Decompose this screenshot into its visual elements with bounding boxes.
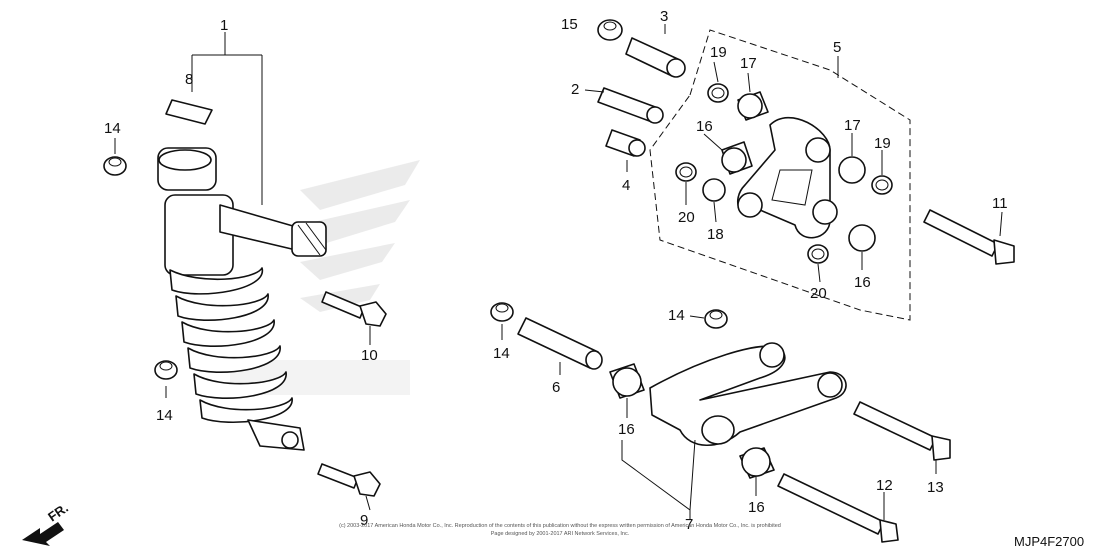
callout-17: 17 — [844, 117, 861, 134]
front-direction-indicator: FR. — [22, 500, 71, 546]
callout-19: 19 — [874, 135, 891, 152]
callout-16: 16 — [748, 499, 765, 516]
callout-18: 18 — [707, 226, 724, 243]
bushing-16-upper — [721, 141, 753, 175]
callout-8: 8 — [185, 71, 193, 88]
nut-14-right — [704, 309, 728, 329]
callout-2: 2 — [571, 81, 579, 98]
collar-2 — [597, 87, 664, 124]
copyright: (c) 2003-2017 American Honda Motor Co., … — [339, 523, 781, 537]
seal-20-right — [807, 244, 829, 264]
callout-6: 6 — [552, 379, 560, 396]
link-assembly-outline — [649, 29, 911, 321]
callout-14: 14 — [493, 345, 510, 362]
copyright-line-2: Page designed by 2001-2017 ARI Network S… — [491, 531, 630, 537]
callout-14: 14 — [104, 120, 121, 137]
cushion-link — [736, 117, 838, 239]
seal-19-right — [871, 175, 893, 195]
callout-9: 9 — [360, 512, 368, 529]
callout-19: 19 — [710, 44, 727, 61]
bushing-17-right — [838, 156, 866, 184]
seal-19-left — [707, 83, 729, 103]
collar-3 — [625, 37, 686, 78]
callout-16: 16 — [618, 421, 635, 438]
rear-shock-absorber — [157, 147, 327, 451]
callout-15: 15 — [561, 16, 578, 33]
callout-14: 14 — [668, 307, 685, 324]
diagram-code: MJP4F2700 — [1014, 534, 1084, 549]
callout-1: 1 — [220, 17, 228, 34]
cushion-connecting-rod — [649, 342, 847, 446]
callout-5: 5 — [833, 39, 841, 56]
bolt-10 — [321, 291, 387, 327]
nut-15 — [597, 19, 623, 41]
callout-14: 14 — [156, 407, 173, 424]
front-arrow-icon — [22, 522, 64, 546]
callout-20: 20 — [810, 285, 827, 302]
nut-14-left — [490, 302, 514, 322]
bolt-9 — [317, 463, 381, 497]
nut-14-lower-left — [154, 360, 178, 380]
bolt-11 — [923, 209, 1015, 265]
collar-4 — [605, 129, 646, 157]
front-label: FR. — [45, 500, 71, 524]
callout-13: 13 — [927, 479, 944, 496]
callout-16: 16 — [854, 274, 871, 291]
callout-20: 20 — [678, 209, 695, 226]
callout-3: 3 — [660, 8, 668, 25]
callouts: 1 8 14 14 10 14 9 15 3 2 4 19 17 5 16 20… — [104, 8, 1008, 533]
bolt-12 — [777, 473, 899, 543]
nut-14-upper-left — [103, 156, 127, 176]
bushing-16-lower — [848, 224, 876, 252]
seal-20-left — [675, 162, 697, 182]
shock-spring — [169, 267, 293, 424]
label-sticker — [165, 99, 213, 125]
bolt-13 — [853, 401, 951, 461]
leader-lines — [114, 24, 1003, 520]
callout-16: 16 — [696, 118, 713, 135]
collar-6 — [517, 317, 603, 370]
copyright-line-1: (c) 2003-2017 American Honda Motor Co., … — [339, 523, 781, 529]
callout-12: 12 — [876, 477, 893, 494]
callout-17: 17 — [740, 55, 757, 72]
callout-11: 11 — [992, 195, 1008, 212]
bushing-16-lower-left — [609, 363, 645, 399]
bushing-17-left — [737, 91, 769, 121]
callout-10: 10 — [361, 347, 378, 364]
callout-7: 7 — [685, 516, 693, 533]
callout-4: 4 — [622, 177, 630, 194]
bushing-16-lower-right — [739, 447, 775, 479]
bushing-18 — [702, 178, 726, 202]
